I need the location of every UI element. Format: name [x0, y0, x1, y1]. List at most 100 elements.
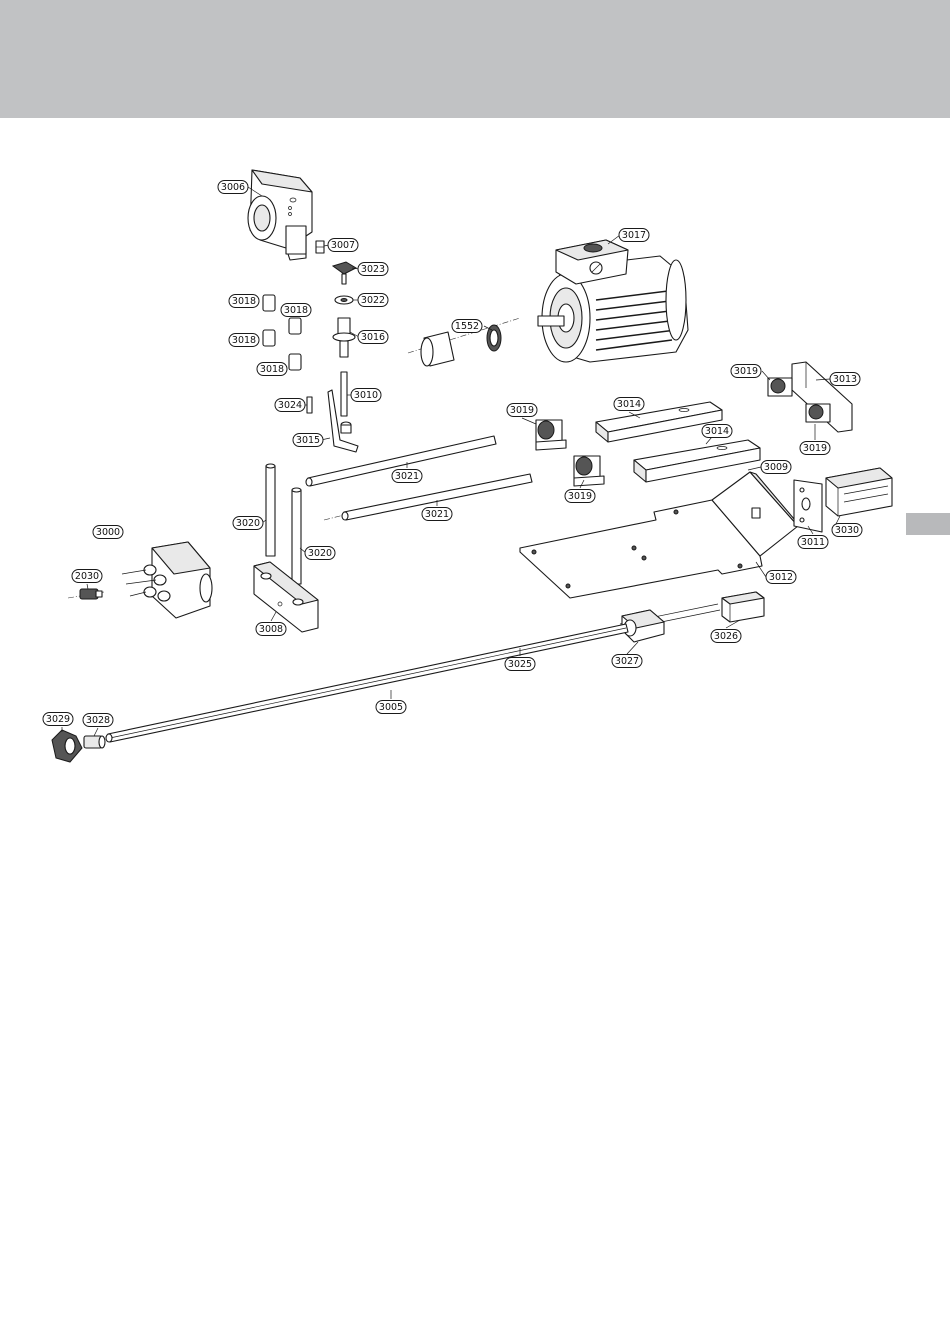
part-3020-column-left — [266, 464, 275, 556]
callout-label-3008: 3008 — [256, 623, 286, 636]
part-3027-nut-housing — [622, 610, 664, 642]
callout-label-3005: 3005 — [376, 701, 406, 714]
part-3008-block — [254, 562, 318, 632]
callout-label-3019: 3019 — [507, 404, 537, 417]
part-3012-base-plate — [520, 472, 800, 598]
svg-text:3000: 3000 — [96, 527, 120, 538]
svg-text:3028: 3028 — [86, 715, 110, 726]
part-3014-plate-lower — [634, 440, 760, 482]
svg-text:3025: 3025 — [508, 659, 532, 670]
svg-text:3012: 3012 — [769, 572, 793, 583]
callout-label-3014: 3014 — [614, 398, 644, 411]
callout-label-3018: 3018 — [281, 304, 311, 317]
part-2030-fitting — [68, 589, 104, 599]
svg-text:3023: 3023 — [361, 264, 385, 275]
svg-text:3007: 3007 — [331, 240, 355, 251]
part-3019-block-b — [806, 404, 830, 422]
part-3020-column-right — [292, 488, 301, 584]
callout-label-3020: 3020 — [305, 547, 335, 560]
svg-text:1552: 1552 — [455, 321, 479, 332]
svg-text:3027: 3027 — [615, 656, 639, 667]
svg-text:3011: 3011 — [801, 537, 825, 548]
part-3026-block — [722, 592, 764, 622]
svg-text:3019: 3019 — [510, 405, 534, 416]
svg-text:3029: 3029 — [46, 714, 70, 725]
svg-text:3017: 3017 — [622, 230, 646, 241]
callout-label-2030: 2030 — [72, 570, 102, 583]
svg-text:3008: 3008 — [259, 624, 283, 635]
callout-label-1552: 1552 — [452, 320, 482, 333]
part-3006-bracket — [248, 170, 312, 260]
part-3016-pin — [333, 318, 355, 357]
callout-label-3016: 3016 — [358, 331, 388, 344]
callout-label-3030: 3030 — [832, 524, 862, 537]
callout-label-3018: 3018 — [257, 363, 287, 376]
svg-text:2030: 2030 — [75, 571, 99, 582]
part-3023-knob — [333, 262, 356, 284]
svg-text:3015: 3015 — [296, 435, 320, 446]
callout-label-3006: 3006 — [218, 181, 248, 194]
part-3028-collar — [84, 736, 105, 748]
svg-text:3020: 3020 — [236, 518, 260, 529]
part-3022-washer — [335, 296, 353, 304]
svg-text:3014: 3014 — [705, 426, 729, 437]
callout-label-3010: 3010 — [351, 389, 381, 402]
svg-text:3019: 3019 — [803, 443, 827, 454]
svg-text:3021: 3021 — [425, 509, 449, 520]
part-3000-valve-block — [122, 542, 212, 618]
callout-label-3024: 3024 — [275, 399, 305, 412]
svg-text:3010: 3010 — [354, 390, 378, 401]
svg-text:3019: 3019 — [568, 491, 592, 502]
callout-label-3019: 3019 — [731, 365, 761, 378]
part-3007-clip — [316, 241, 324, 253]
svg-text:3030: 3030 — [835, 525, 859, 536]
part-3024-plate — [307, 397, 312, 413]
callout-label-3020: 3020 — [233, 517, 263, 530]
part-3011-plate — [794, 480, 822, 532]
part-3017-motor — [538, 240, 688, 362]
svg-text:3026: 3026 — [714, 631, 738, 642]
svg-text:3021: 3021 — [395, 471, 419, 482]
part-3029-handwheel — [52, 730, 82, 762]
callout-label-3027: 3027 — [612, 655, 642, 668]
callout-label-3007: 3007 — [328, 239, 358, 252]
part-3005-shaft — [106, 624, 628, 742]
svg-text:3020: 3020 — [308, 548, 332, 559]
callout-label-3013: 3013 — [830, 373, 860, 386]
callout-label-3015: 3015 — [293, 434, 323, 447]
part-3019-block-d — [574, 456, 604, 486]
svg-text:3018: 3018 — [284, 305, 308, 316]
callout-label-3029: 3029 — [43, 713, 73, 726]
part-3010-rod — [341, 372, 347, 416]
callout-label-3022: 3022 — [358, 294, 388, 307]
callout-label-3018: 3018 — [229, 295, 259, 308]
callout-label-3028: 3028 — [83, 714, 113, 727]
callout-label-3023: 3023 — [358, 263, 388, 276]
callout-label-3026: 3026 — [711, 630, 741, 643]
svg-text:3018: 3018 — [260, 364, 284, 375]
callout-label-3014: 3014 — [702, 425, 732, 438]
svg-text:3018: 3018 — [232, 296, 256, 307]
callout-label-3021: 3021 — [392, 470, 422, 483]
callout-label-3025: 3025 — [505, 658, 535, 671]
callout-label-3012: 3012 — [766, 571, 796, 584]
callout-label-3021: 3021 — [422, 508, 452, 521]
svg-text:3024: 3024 — [278, 400, 302, 411]
callout-label-3017: 3017 — [619, 229, 649, 242]
svg-text:3013: 3013 — [833, 374, 857, 385]
callout-label-3019: 3019 — [800, 442, 830, 455]
svg-text:3009: 3009 — [764, 462, 788, 473]
callout-label-3019: 3019 — [565, 490, 595, 503]
callout-label-3011: 3011 — [798, 536, 828, 549]
callout-label-3000: 3000 — [93, 526, 123, 539]
svg-text:3018: 3018 — [232, 335, 256, 346]
svg-text:3014: 3014 — [617, 399, 641, 410]
svg-text:3016: 3016 — [361, 332, 385, 343]
svg-text:3019: 3019 — [734, 366, 758, 377]
callout-label-3018: 3018 — [229, 334, 259, 347]
svg-text:3005: 3005 — [379, 702, 403, 713]
callout-label-3009: 3009 — [761, 461, 791, 474]
part-3019-block-c — [536, 420, 566, 450]
part-3030-cylinder — [826, 468, 892, 516]
